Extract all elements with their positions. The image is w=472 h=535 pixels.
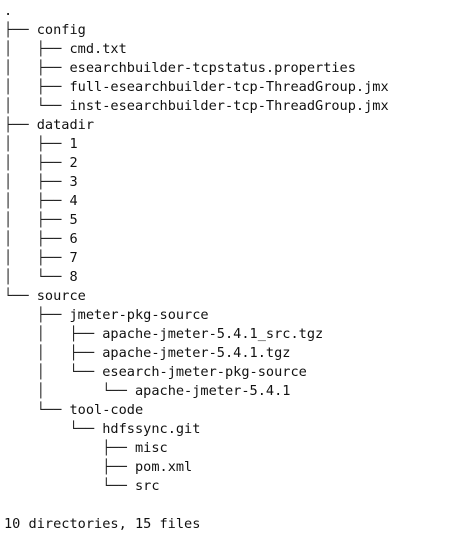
- tree-branch: │ ├──: [4, 193, 70, 209]
- directory-datadir: datadir: [36, 117, 95, 133]
- tree-entry: │ ├── 6: [4, 230, 389, 249]
- tree-entry: │ ├── esearchbuilder-tcpstatus.propertie…: [4, 59, 389, 78]
- directory-jmeter-pkg-source: jmeter-pkg-source: [69, 307, 209, 323]
- tree-entry: │ ├── 1: [4, 135, 389, 154]
- tree-branch: │ ├──: [4, 212, 70, 228]
- tree-entry: │ ├── 5: [4, 211, 389, 230]
- tree-branch: │ └──: [4, 364, 103, 380]
- tree-branch: │ └──: [4, 269, 70, 285]
- tree-entry: │ ├── 2: [4, 154, 389, 173]
- tree-root: .: [4, 3, 13, 19]
- directory-datadir-6: 6: [69, 231, 78, 247]
- tree-entry: ├── pom.xml: [4, 458, 389, 477]
- tree-branch: ├──: [4, 307, 70, 323]
- directory-tool-code: tool-code: [69, 402, 144, 418]
- tree-branch: │ ├──: [4, 250, 70, 266]
- tree-branch: │ └──: [4, 98, 70, 114]
- tree-branch: │ └──: [4, 383, 135, 399]
- file-cmd-txt: cmd.txt: [69, 41, 127, 57]
- tree-entry: │ ├── cmd.txt: [4, 40, 389, 59]
- tree-entry: │ ├── full-esearchbuilder-tcp-ThreadGrou…: [4, 78, 389, 97]
- tree-branch: │ ├──: [4, 345, 103, 361]
- directory-datadir-2: 2: [69, 155, 78, 171]
- file-jmeter-src-tgz: apache-jmeter-5.4.1_src.tgz: [102, 326, 324, 342]
- tree-branch: │ ├──: [4, 174, 70, 190]
- tree-entry: ├── jmeter-pkg-source: [4, 306, 389, 325]
- tree-entry: └── source: [4, 287, 389, 306]
- directory-hdfssync-git: hdfssync.git: [102, 421, 201, 437]
- tree-entry: └── hdfssync.git: [4, 420, 389, 439]
- tree-entry: │ ├── 3: [4, 173, 389, 192]
- tree-branch: │ ├──: [4, 60, 70, 76]
- directory-source: source: [36, 288, 86, 304]
- tree-entry: │ └── apache-jmeter-5.4.1: [4, 382, 389, 401]
- tree-entry: │ ├── apache-jmeter-5.4.1_src.tgz: [4, 325, 389, 344]
- tree-branch: │ ├──: [4, 136, 70, 152]
- directory-datadir-8: 8: [69, 269, 78, 285]
- tree-entry: │ ├── 4: [4, 192, 389, 211]
- file-full-threadgroup-jmx: full-esearchbuilder-tcp-ThreadGroup.jmx: [69, 79, 389, 95]
- directory-misc: misc: [134, 440, 168, 456]
- tree-entry: │ └── inst-esearchbuilder-tcp-ThreadGrou…: [4, 97, 389, 116]
- tree-entry: ├── config: [4, 21, 389, 40]
- directory-config: config: [36, 22, 86, 38]
- tree-entry: │ ├── apache-jmeter-5.4.1.tgz: [4, 344, 389, 363]
- file-inst-threadgroup-jmx: inst-esearchbuilder-tcp-ThreadGroup.jmx: [69, 98, 389, 114]
- tree-branch: ├──: [4, 22, 37, 38]
- tree-entry: │ └── esearch-jmeter-pkg-source: [4, 363, 389, 382]
- tree-branch: └──: [4, 478, 135, 494]
- directory-datadir-5: 5: [69, 212, 78, 228]
- tree-entry: └── tool-code: [4, 401, 389, 420]
- tree-branch: ├──: [4, 440, 135, 456]
- file-jmeter-tgz: apache-jmeter-5.4.1.tgz: [102, 345, 291, 361]
- directory-src: src: [134, 478, 160, 494]
- tree-branch: ├──: [4, 459, 135, 475]
- tree-branch: │ ├──: [4, 155, 70, 171]
- directory-datadir-1: 1: [69, 136, 78, 152]
- file-tcpstatus-properties: esearchbuilder-tcpstatus.properties: [69, 60, 356, 76]
- tree-entry: │ └── 8: [4, 268, 389, 287]
- tree-branch: │ ├──: [4, 326, 103, 342]
- directory-datadir-7: 7: [69, 250, 78, 266]
- directory-datadir-3: 3: [69, 174, 78, 190]
- tree-entry: │ ├── 7: [4, 249, 389, 268]
- directory-apache-jmeter: apache-jmeter-5.4.1: [134, 383, 291, 399]
- directory-datadir-4: 4: [69, 193, 78, 209]
- tree-entry: ├── datadir: [4, 116, 389, 135]
- tree-branch: │ ├──: [4, 231, 70, 247]
- tree-entry: ├── misc: [4, 439, 389, 458]
- tree-entry: └── src: [4, 477, 389, 496]
- file-pom-xml: pom.xml: [134, 459, 193, 475]
- tree-branch: │ ├──: [4, 41, 70, 57]
- terminal-tree-output: .├── config│ ├── cmd.txt│ ├── esearchbui…: [4, 2, 389, 534]
- tree-branch: └──: [4, 421, 103, 437]
- tree-branch: ├──: [4, 117, 37, 133]
- blank-line: [4, 496, 389, 515]
- tree-branch: │ ├──: [4, 79, 70, 95]
- tree-branch: └──: [4, 288, 37, 304]
- tree-branch: └──: [4, 402, 70, 418]
- directory-esearch-jmeter-pkg-source: esearch-jmeter-pkg-source: [102, 364, 307, 380]
- tree-summary: 10 directories, 15 files: [4, 516, 201, 532]
